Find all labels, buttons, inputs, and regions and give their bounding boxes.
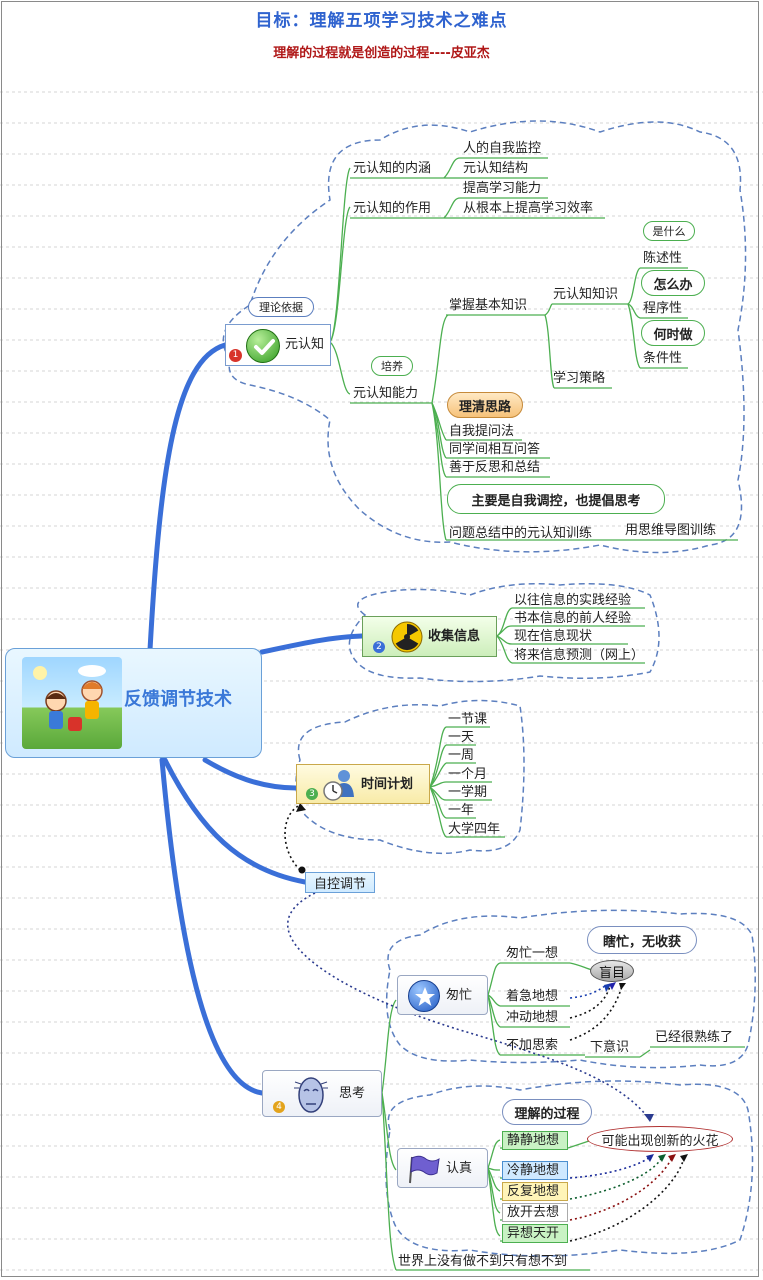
node-collect-info-label: 收集信息 (428, 629, 481, 644)
callout-main-self-control: 主要是自我调控，也提倡思考 (447, 484, 665, 514)
node-serious[interactable]: 认真 (397, 1148, 488, 1188)
node-serious-label: 认真 (446, 1161, 473, 1176)
cloud-shape (78, 665, 106, 677)
node-hasty[interactable]: 匆忙 (397, 975, 488, 1015)
number-badge-4-text: 4 (276, 1102, 282, 1112)
node-subconscious[interactable]: 下意识 (590, 1040, 630, 1055)
schoolbag (68, 717, 82, 731)
node-book-info[interactable]: 书本信息的前人经验 (514, 611, 632, 626)
callout-busy-no-gain: 瞎忙，无收获 (587, 926, 697, 954)
callout-how: 怎么办 (641, 270, 705, 296)
radiation-icon (391, 621, 423, 653)
node-no-thought[interactable]: 不加思索 (506, 1038, 559, 1053)
node-metacognition-label: 元认知 (285, 337, 325, 352)
node-structure[interactable]: 元认知结构 (463, 161, 529, 176)
node-time-plan[interactable]: 时间计划 (296, 764, 430, 804)
node-open-think[interactable]: 放开去想 (502, 1203, 568, 1222)
node-clear-thinking[interactable]: 理清思路 (447, 392, 523, 418)
node-self-control-label: 自控调节 (313, 877, 366, 892)
number-badge-1: 1 (229, 349, 242, 362)
boy-hair (46, 693, 66, 699)
node-time-plan-label: 时间计划 (361, 777, 414, 792)
node-connotation[interactable]: 元认知的内涵 (353, 161, 432, 176)
number-badge-2-text: 2 (376, 642, 382, 652)
node-improve-efficiency[interactable]: 从根本上提高学习效率 (463, 201, 594, 216)
node-anxious[interactable]: 着急地想 (506, 989, 559, 1004)
node-creative-spark[interactable]: 可能出现创新的火花 (587, 1126, 733, 1152)
node-one-lesson[interactable]: 一节课 (448, 712, 488, 727)
node-learning-strategy[interactable]: 学习策略 (553, 371, 606, 386)
node-metacog-knowledge[interactable]: 元认知知识 (553, 287, 619, 302)
check-icon (246, 329, 280, 363)
number-badge-1-text: 1 (232, 350, 239, 360)
callout-understanding-process: 理解的过程 (502, 1099, 592, 1125)
node-clear-thinking-label: 理清思路 (458, 399, 511, 415)
node-past-info[interactable]: 以往信息的实践经验 (514, 593, 632, 608)
clock-person-icon (321, 767, 357, 803)
callout-theory: 理论依据 (248, 297, 314, 317)
central-label: 反馈调节技术 (124, 689, 232, 710)
node-thinking-label: 思考 (339, 1086, 366, 1101)
node-four-years[interactable]: 大学四年 (448, 822, 501, 837)
node-reflection[interactable]: 善于反思和总结 (449, 460, 541, 475)
node-open-think-label: 放开去想 (507, 1205, 560, 1220)
node-one-week[interactable]: 一周 (448, 748, 475, 763)
node-improve-ability[interactable]: 提高学习能力 (463, 181, 542, 196)
node-collect-info[interactable]: 收集信息 (362, 616, 497, 657)
node-function[interactable]: 元认知的作用 (353, 201, 432, 216)
node-fantasy-think[interactable]: 异想天开 (502, 1224, 568, 1243)
node-impulsive[interactable]: 冲动地想 (506, 1010, 559, 1025)
node-blind-label: 盲目 (598, 965, 625, 981)
node-self-monitor[interactable]: 人的自我监控 (463, 141, 542, 156)
node-basic-knowledge[interactable]: 掌握基本知识 (449, 298, 528, 313)
node-one-year[interactable]: 一年 (448, 803, 475, 818)
thinking-head-icon (293, 1074, 329, 1116)
boy-body (49, 711, 63, 729)
node-repeat-think-label: 反复地想 (507, 1184, 560, 1199)
node-one-semester[interactable]: 一学期 (448, 785, 488, 800)
girl-body (85, 701, 99, 719)
node-conditional[interactable]: 条件性 (643, 351, 683, 366)
number-badge-3-text: 3 (309, 789, 315, 799)
callout-when: 何时做 (641, 320, 705, 346)
sun (33, 666, 47, 680)
node-one-day[interactable]: 一天 (448, 730, 475, 745)
node-hasty-label: 匆忙 (446, 988, 473, 1003)
girl-hair (82, 682, 102, 689)
node-procedural[interactable]: 程序性 (643, 301, 683, 316)
node-blind[interactable]: 盲目 (590, 960, 634, 982)
node-current-info[interactable]: 现在信息现状 (514, 629, 593, 644)
page-title: 目标：理解五项学习技术之难点 (255, 11, 508, 31)
node-calm-think[interactable]: 冷静地想 (502, 1161, 568, 1180)
node-metacognition[interactable]: 元认知 (225, 324, 331, 366)
node-self-control[interactable]: 自控调节 (305, 872, 375, 893)
node-fantasy-think-label: 异想天开 (507, 1226, 560, 1241)
callout-cultivate: 培养 (371, 356, 413, 376)
node-hasty-think[interactable]: 匆忙一想 (506, 946, 559, 961)
number-badge-3: 3 (306, 788, 318, 800)
node-mindmap-training[interactable]: 用思维导图训练 (625, 523, 717, 538)
flag-icon (406, 1153, 442, 1185)
callout-what: 是什么 (643, 221, 695, 241)
number-badge-2: 2 (373, 641, 385, 653)
node-declarative[interactable]: 陈述性 (643, 251, 683, 266)
node-quiet-think-label: 静静地想 (507, 1133, 560, 1148)
node-repeat-think[interactable]: 反复地想 (502, 1182, 568, 1201)
central-node[interactable]: 反馈调节技术 (5, 648, 262, 758)
node-calm-think-label: 冷静地想 (507, 1163, 560, 1178)
node-future-info[interactable]: 将来信息预测（网上） (514, 648, 645, 663)
page-subtitle: 理解的过程就是创造的过程----皮亚杰 (273, 46, 490, 61)
node-one-month[interactable]: 一个月 (448, 767, 488, 782)
node-already-skilled[interactable]: 已经很熟练了 (655, 1030, 734, 1045)
node-creative-spark-label: 可能出现创新的火花 (601, 1133, 719, 1149)
node-quiet-think[interactable]: 静静地想 (502, 1131, 568, 1150)
node-metacog-ability[interactable]: 元认知能力 (353, 386, 419, 401)
node-self-question[interactable]: 自我提问法 (449, 424, 515, 439)
node-world-saying[interactable]: 世界上没有做不到只有想不到 (398, 1254, 568, 1269)
node-peer-qa[interactable]: 同学间相互问答 (449, 442, 541, 457)
children-picture (22, 657, 122, 749)
star-icon (408, 980, 440, 1012)
node-problem-training[interactable]: 问题总结中的元认知训练 (449, 526, 593, 541)
number-badge-4: 4 (273, 1101, 285, 1113)
